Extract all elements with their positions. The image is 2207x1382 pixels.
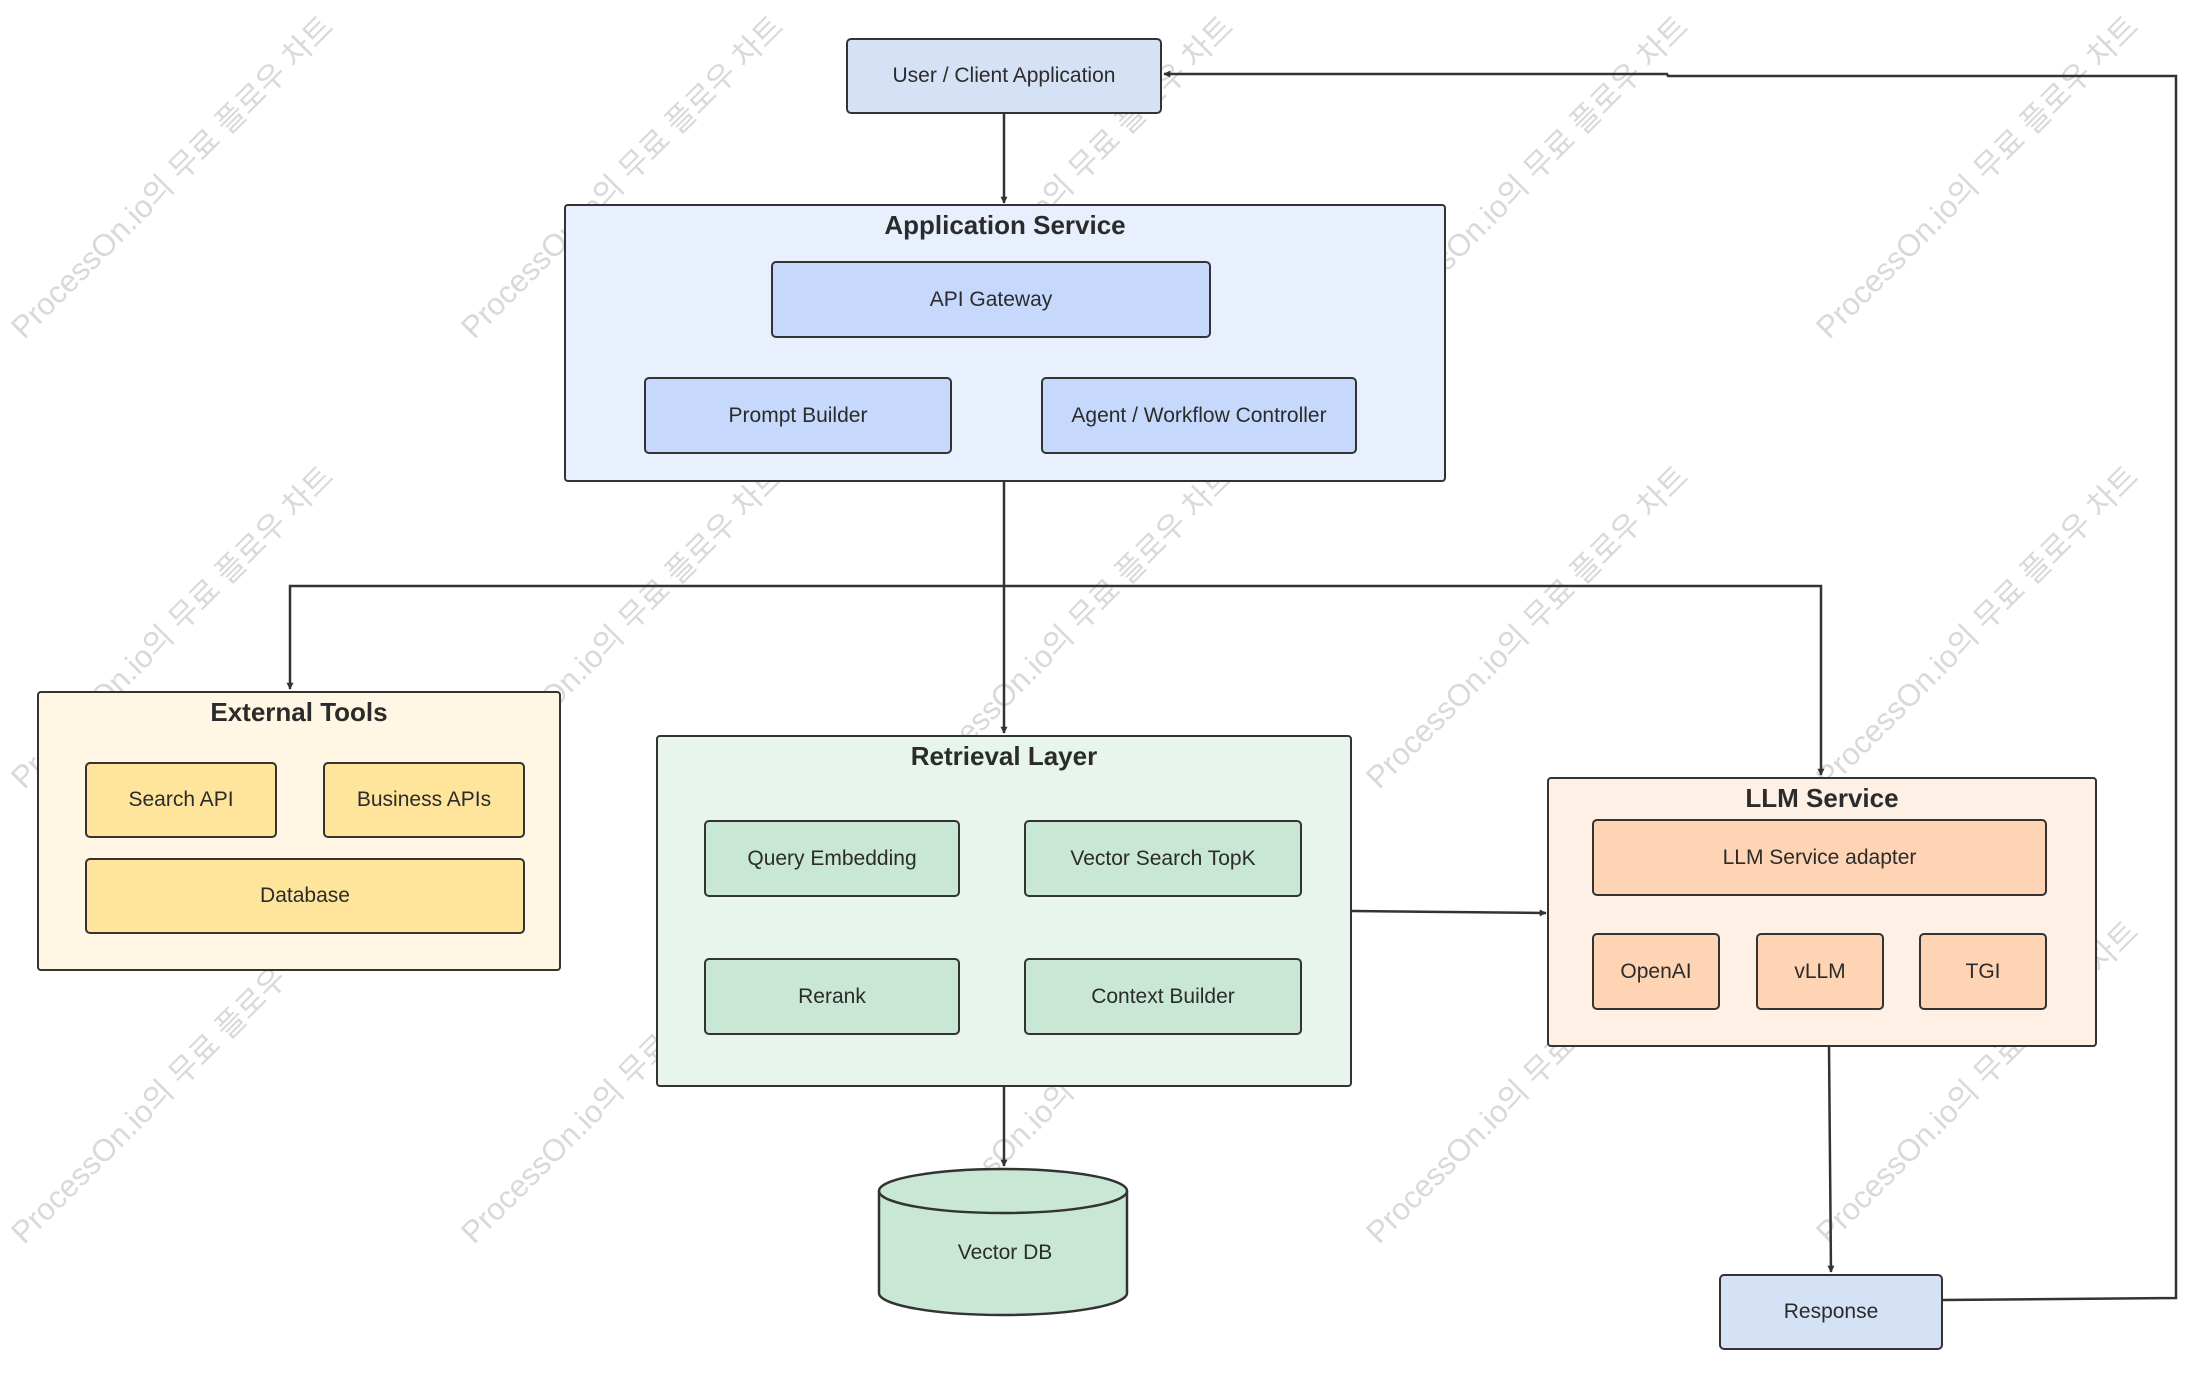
prompt-builder-node[interactable]: Prompt Builder [644, 377, 952, 454]
llm-service-title: LLM Service [1745, 783, 1899, 813]
external-tools-title: External Tools [210, 697, 388, 727]
context-builder-node[interactable]: Context Builder [1024, 958, 1302, 1035]
tgi-label: TGI [1965, 959, 2001, 983]
api-gateway-node[interactable]: API Gateway [771, 261, 1211, 338]
openai-node[interactable]: OpenAI [1592, 933, 1720, 1010]
application-service-title: Application Service [884, 210, 1126, 240]
rerank-label: Rerank [798, 984, 866, 1008]
vector-db-cylinder [877, 1167, 1129, 1317]
edge-application-to-external [286, 584, 1004, 690]
llm-service-adapter-label: LLM Service adapter [1722, 845, 1917, 869]
openai-label: OpenAI [1620, 959, 1692, 983]
agent-workflow-controller-label: Agent / Workflow Controller [1071, 403, 1327, 427]
vector-db-label: Vector DB [957, 1241, 1053, 1264]
vector-search-topk-node[interactable]: Vector Search TopK [1024, 820, 1302, 897]
user-client-node[interactable]: User / Client Application [846, 38, 1162, 114]
agent-workflow-controller-node[interactable]: Agent / Workflow Controller [1041, 377, 1357, 454]
business-apis-node[interactable]: Business APIs [323, 762, 525, 838]
response-node[interactable]: Response [1719, 1274, 1943, 1350]
edge-application-to-llm [1004, 584, 1825, 776]
context-builder-label: Context Builder [1091, 984, 1235, 1008]
database-node[interactable]: Database [85, 858, 525, 934]
database-label: Database [260, 884, 350, 907]
user-client-label: User / Client Application [892, 64, 1116, 87]
vllm-node[interactable]: vLLM [1756, 933, 1884, 1010]
response-label: Response [1783, 1300, 1879, 1323]
rerank-node[interactable]: Rerank [704, 958, 960, 1035]
edge-llm-to-response [1827, 1046, 1835, 1273]
tgi-node[interactable]: TGI [1919, 933, 2047, 1010]
retrieval-layer-title: Retrieval Layer [910, 741, 1098, 771]
search-api-node[interactable]: Search API [85, 762, 277, 838]
prompt-builder-label: Prompt Builder [728, 403, 868, 427]
query-embedding-label: Query Embedding [747, 846, 917, 870]
api-gateway-label: API Gateway [929, 287, 1053, 311]
query-embedding-node[interactable]: Query Embedding [704, 820, 960, 897]
llm-service-adapter-node[interactable]: LLM Service adapter [1592, 819, 2047, 896]
edge-retrieval-to-llm [1351, 909, 1547, 917]
vector-search-topk-label: Vector Search TopK [1070, 846, 1256, 870]
search-api-label: Search API [128, 788, 234, 811]
vllm-label: vLLM [1794, 959, 1846, 983]
edge-response-to-user [1163, 70, 2178, 1302]
business-apis-label: Business APIs [356, 788, 492, 811]
vector-db-node[interactable]: Vector DB [881, 1215, 1129, 1291]
